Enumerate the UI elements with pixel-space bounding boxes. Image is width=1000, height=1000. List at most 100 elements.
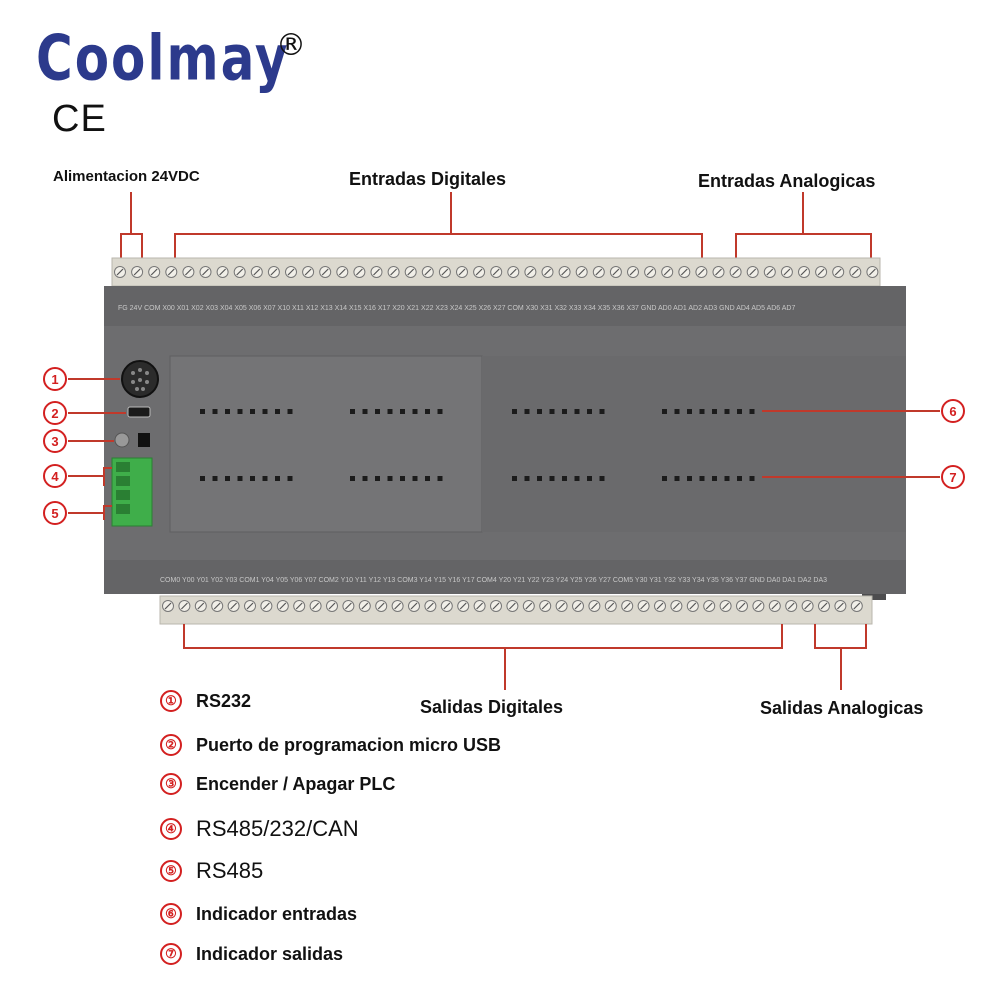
led-indicator [275,476,280,481]
led-indicator [437,476,443,481]
legend-number-1: ① [160,690,182,712]
led-indicator [699,409,705,414]
callout-number-5: 5 [51,506,58,521]
ce-mark: CE [52,98,107,140]
led-indicator [400,409,405,414]
callout-number-3: 3 [51,434,58,449]
led-indicator [537,409,542,414]
led-indicator [287,409,293,414]
callout-number-1: 1 [51,372,58,387]
led-indicator [724,476,730,481]
label-digital-outputs: Salidas Digitales [420,697,564,717]
led-indicator [749,476,755,481]
led-indicator [599,476,605,481]
top-terminal-labels: FG 24V COM X00 X01 X02 X03 X04 X05 X06 X… [118,305,795,312]
led-indicator [674,476,680,481]
power-switch [138,433,150,447]
led-indicator [412,476,418,481]
plc-bottom-rail [104,560,906,594]
led-indicator [425,409,430,414]
led-indicator [587,409,592,414]
top-terminal-screws [114,266,879,278]
callout-circle-6 [941,399,965,423]
callout-circle-3 [43,429,67,453]
callout-number-6: 6 [949,404,956,419]
legend-text-rs485: RS485 [196,858,264,883]
bottom-terminal-screws [162,600,863,612]
led-indicator [687,409,692,414]
legend-number-6: ⑥ [160,903,182,925]
led-indicator [562,476,567,481]
power-switch-led [114,432,130,448]
label-power-supply: Alimentacion 24VDC [53,168,200,185]
led-indicator [674,409,680,414]
led-indicator [287,476,293,481]
led-indicator [262,476,268,481]
led-indicator [250,476,255,481]
callout-leaders [68,378,940,520]
led-indicator [574,476,580,481]
led-indicator [362,409,368,414]
plc-top-rail [104,286,906,326]
micro-usb-port [127,406,151,418]
led-indicator [275,409,280,414]
label-analog-inputs: Entradas Analogicas [698,171,876,191]
led-indicator-rows [200,409,755,481]
legend-item-rs232: ① RS232 [160,690,251,712]
led-indicator [362,476,368,481]
led-indicator [599,409,605,414]
led-indicator [524,409,530,414]
led-indicator [574,409,580,414]
led-indicator [537,476,542,481]
led-indicator [237,409,243,414]
legend-item-usb: ② Puerto de programacion micro USB [160,734,501,756]
led-indicator [400,476,405,481]
led-indicator [350,409,355,414]
led-indicator [212,476,218,481]
callout-circle-5 [43,501,67,525]
led-indicator [375,409,380,414]
led-indicator [662,409,667,414]
brand-logo: Coolmay [36,22,290,95]
led-indicator [712,409,717,414]
led-indicator [237,476,243,481]
top-leader-lines [120,192,872,262]
right-indicator-panel [482,356,906,532]
legend-text-rs485-232-can: RS485/232/CAN [196,816,359,841]
legend-text-rs232: RS232 [196,690,252,711]
led-indicator [387,409,393,414]
legend-number-2: ② [160,734,182,756]
bottom-leader-lines [183,624,867,690]
legend-item-input-indicator: ⑥ Indicador entradas [160,903,357,925]
led-indicator [225,476,230,481]
led-indicator [699,476,705,481]
callout-number-2: 2 [51,406,58,421]
led-indicator [350,476,355,481]
bottom-terminal-labels: COM0 Y00 Y01 Y02 Y03 COM1 Y04 Y05 Y06 Y0… [160,577,827,584]
led-indicator [562,409,567,414]
legend-text-output-indicator: Indicador salidas [196,943,344,964]
callout-number-7: 7 [949,470,956,485]
legend-item-rs485-232-can: ④ RS485/232/CAN [160,816,359,842]
led-indicator [262,409,268,414]
led-indicator [712,476,717,481]
led-indicator [425,476,430,481]
legend-item-power-switch: ③ Encender / Apagar PLC [160,773,395,795]
led-indicator [749,409,755,414]
led-indicator [412,409,418,414]
legend-number-7: ⑦ [160,943,182,965]
legend-text-power-switch: Encender / Apagar PLC [196,773,396,794]
legend-number-4: ④ [160,818,182,840]
callout-circle-2 [43,401,67,425]
legend-number-3: ③ [160,773,182,795]
led-indicator [662,476,667,481]
led-indicator [387,476,393,481]
led-indicator [737,409,742,414]
led-indicator [549,409,555,414]
led-indicator [512,476,517,481]
led-indicator [724,409,730,414]
led-indicator [375,476,380,481]
led-indicator [200,476,205,481]
callout-circle-7 [941,465,965,489]
